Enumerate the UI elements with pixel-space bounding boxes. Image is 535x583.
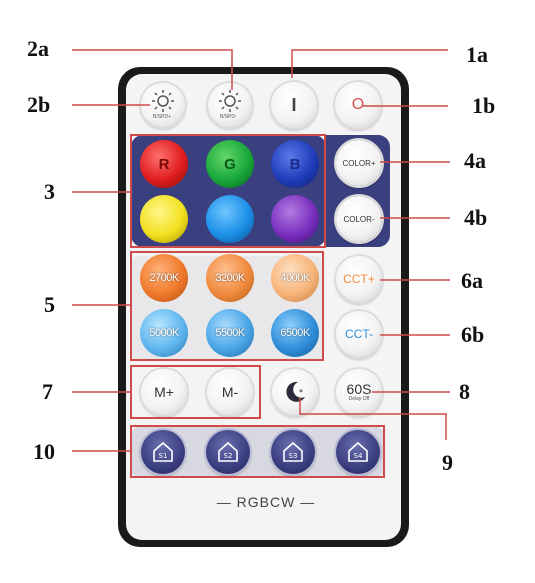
green-button[interactable]: G xyxy=(206,140,254,188)
cct-2700k-label: 2700K xyxy=(149,272,179,284)
scene-4-label: S4 xyxy=(354,452,363,460)
label-1b: 1b xyxy=(472,93,496,118)
label-1a: 1a xyxy=(466,42,488,67)
label-2a: 2a xyxy=(27,36,49,61)
label-9: 9 xyxy=(442,450,453,475)
night-light-button[interactable]: * xyxy=(272,369,318,415)
cct-plus-button[interactable]: CCT+ xyxy=(336,256,382,302)
house-icon: S1 xyxy=(153,441,173,462)
purple-button[interactable] xyxy=(271,195,319,243)
cct-4000k-label: 4000K xyxy=(280,272,310,284)
cct-3200k-button[interactable]: 3200K xyxy=(206,254,254,302)
house-icon: S2 xyxy=(218,441,238,462)
brightness-up-button[interactable]: B/SPD+ xyxy=(141,83,185,127)
brand-label: — RGBCW — xyxy=(216,494,316,510)
cct-5500k-button[interactable]: 5500K xyxy=(206,309,254,357)
memory-minus-button[interactable]: M- xyxy=(207,369,253,415)
brightness-up-text: B/SPD+ xyxy=(153,114,171,120)
label-7: 7 xyxy=(42,379,53,404)
sun-icon xyxy=(219,90,241,112)
moon-icon: * xyxy=(286,381,305,402)
group-7-box xyxy=(130,365,261,419)
svg-text:*: * xyxy=(299,388,303,397)
power-off-icon: O xyxy=(351,96,365,113)
label-4a: 4a xyxy=(464,148,486,173)
label-6b: 6b xyxy=(461,322,485,347)
scene-2-button[interactable]: S2 xyxy=(206,430,250,474)
memory-plus-button[interactable]: M+ xyxy=(141,369,187,415)
yellow-button[interactable] xyxy=(140,195,188,243)
label-8: 8 xyxy=(459,379,470,404)
cct-2700k-button[interactable]: 2700K xyxy=(140,254,188,302)
off-button[interactable]: O xyxy=(335,82,381,128)
color-plus-button[interactable]: COLOR+ xyxy=(336,140,382,186)
label-10: 10 xyxy=(33,439,55,464)
brightness-down-button[interactable]: B/SPD- xyxy=(208,83,252,127)
house-icon: S4 xyxy=(348,441,368,462)
label-3: 3 xyxy=(44,179,55,204)
house-icon: S3 xyxy=(283,441,303,462)
label-4b: 4b xyxy=(464,205,488,230)
label-5: 5 xyxy=(44,292,55,317)
blue-button[interactable]: B xyxy=(271,140,319,188)
scene-3-button[interactable]: S3 xyxy=(271,430,315,474)
cct-5500k-label: 5500K xyxy=(215,327,245,339)
power-on-icon: I xyxy=(291,94,297,115)
blue-label: B xyxy=(289,155,301,173)
cct-3200k-label: 3200K xyxy=(215,272,245,284)
cyan-button[interactable] xyxy=(206,195,254,243)
sun-icon xyxy=(152,90,174,112)
memory-plus-label: M+ xyxy=(154,384,174,400)
cct-5000k-label: 5000K xyxy=(149,327,179,339)
color-plus-label: COLOR+ xyxy=(342,158,376,168)
cct-6500k-label: 6500K xyxy=(280,327,310,339)
scene-1-label: S1 xyxy=(159,452,168,460)
color-minus-button[interactable]: COLOR- xyxy=(336,196,382,242)
cct-5000k-button[interactable]: 5000K xyxy=(140,309,188,357)
cct-6500k-button[interactable]: 6500K xyxy=(271,309,319,357)
group-5-box xyxy=(130,251,324,361)
scene-1-button[interactable]: S1 xyxy=(141,430,185,474)
scene-2-label: S2 xyxy=(224,452,233,460)
on-button[interactable]: I xyxy=(271,82,317,128)
timer-main-label: 60S xyxy=(346,380,372,397)
cct-minus-label: CCT- xyxy=(345,327,373,341)
label-2b: 2b xyxy=(27,92,51,117)
scene-4-button[interactable]: S4 xyxy=(336,430,380,474)
cct-plus-label: CCT+ xyxy=(343,272,375,286)
label-6a: 6a xyxy=(461,268,483,293)
brightness-down-text: B/SPD- xyxy=(220,114,237,120)
memory-minus-label: M- xyxy=(221,384,239,400)
green-label: G xyxy=(224,155,236,173)
scene-3-label: S3 xyxy=(289,452,298,460)
color-minus-label: COLOR- xyxy=(343,214,375,224)
timer-sub-label: Delay Off xyxy=(348,395,370,402)
group-3-box xyxy=(130,134,326,248)
group-10-box xyxy=(130,425,385,478)
red-button[interactable]: R xyxy=(140,140,188,188)
cct-minus-button[interactable]: CCT- xyxy=(336,311,382,357)
cct-4000k-button[interactable]: 4000K xyxy=(271,254,319,302)
red-label: R xyxy=(158,155,170,173)
